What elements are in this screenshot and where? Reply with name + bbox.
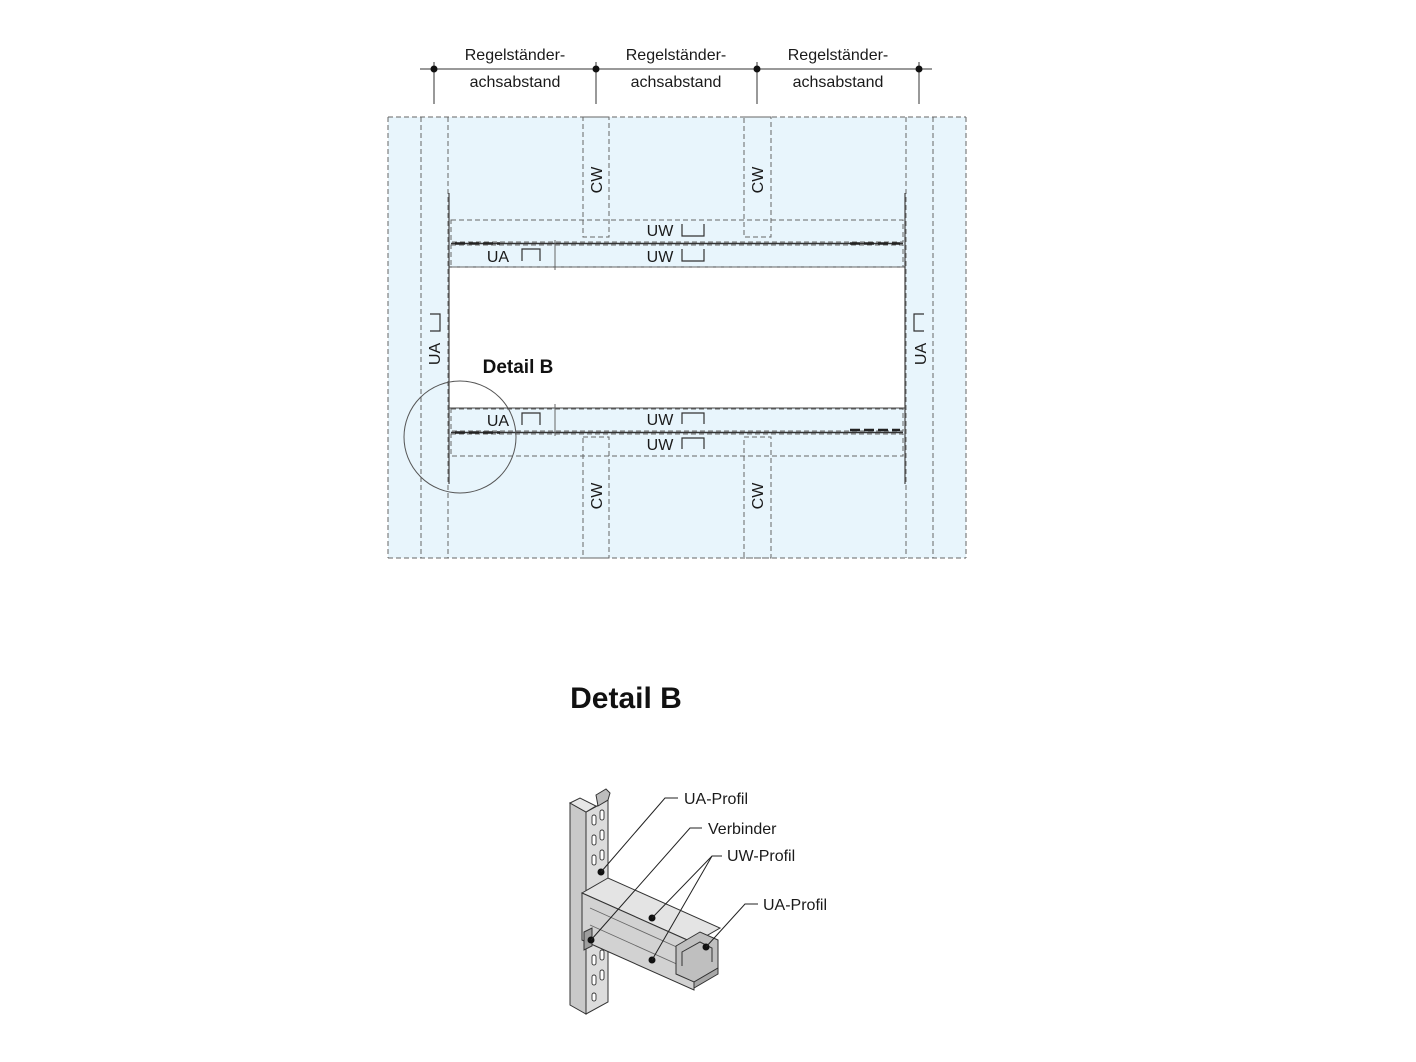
ua-label: UA (427, 343, 444, 366)
ua-label: UA (487, 249, 510, 266)
dimension-label-3-line1: Regelständer- (788, 47, 889, 64)
uw-label: UW (647, 437, 675, 454)
detail-b-circle (403, 380, 517, 494)
dimension-dot (915, 65, 923, 73)
dimension-label-2-line2: achsabstand (631, 74, 722, 91)
cw-label: CW (589, 166, 606, 194)
callout-ua-profil-2: UA-Profil (763, 897, 827, 914)
cw-label: CW (589, 482, 606, 510)
dimension-label-1-line1: Regelständer- (465, 47, 566, 64)
callout-verbinder: Verbinder (708, 821, 777, 838)
detail-b-isometric (568, 788, 722, 1015)
dimension-dot (430, 65, 438, 73)
uw-label: UW (647, 249, 675, 266)
cw-label: CW (750, 482, 767, 510)
uw-label: UW (647, 412, 675, 429)
dimension-label-2-line1: Regelständer- (626, 47, 727, 64)
dimension-chain: Regelständer- achsabstand Regelständer- … (420, 47, 932, 104)
dimension-dot (592, 65, 600, 73)
detail-b-callout: Detail B (483, 357, 554, 378)
uw-label: UW (647, 223, 675, 240)
profile-symbols (430, 224, 924, 449)
detail-title: Detail B (570, 682, 682, 715)
cw-label: CW (750, 166, 767, 194)
dimension-label-3-line2: achsabstand (793, 74, 884, 91)
ua-label: UA (913, 343, 930, 366)
callout-uw-profil: UW-Profil (727, 848, 795, 865)
dimension-dot (753, 65, 761, 73)
ua-label: UA (487, 413, 510, 430)
wall-opening (449, 267, 905, 408)
plan-view: CW CW CW CW UW UW UW UW UA UA UA UA Deta… (387, 116, 967, 559)
leader-lines (590, 797, 758, 961)
callout-ua-profil-1: UA-Profil (684, 791, 748, 808)
dimension-label-1-line2: achsabstand (470, 74, 561, 91)
